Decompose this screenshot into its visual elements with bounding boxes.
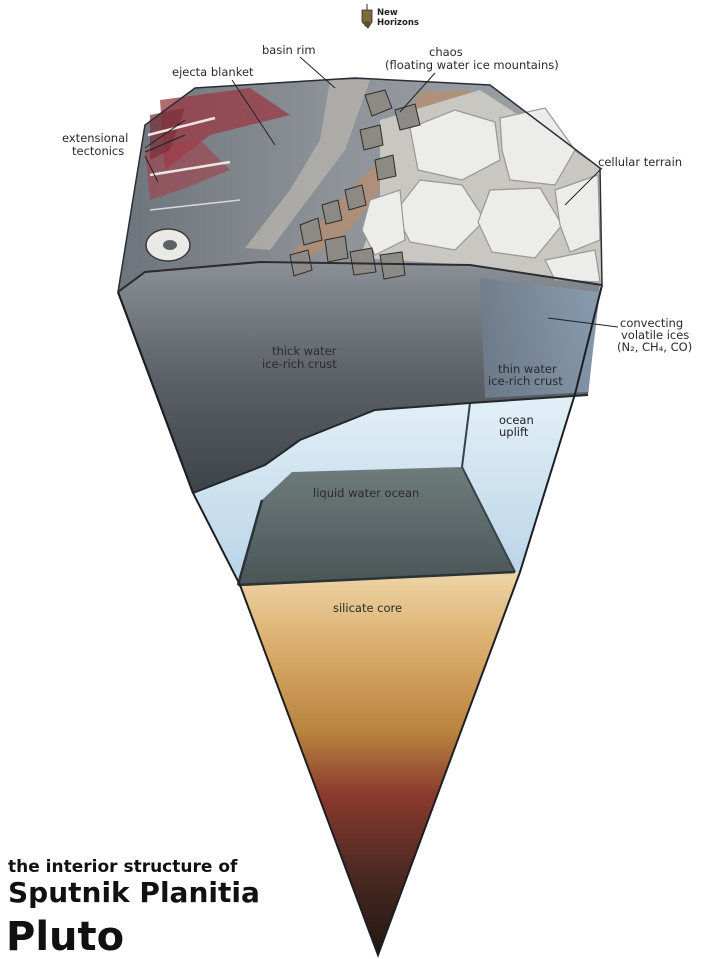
surface-block — [118, 78, 602, 292]
label-thick-crust-2: ice-rich crust — [262, 357, 337, 371]
label-chaos-detail: (floating water ice mountains) — [385, 58, 559, 72]
label-liquid-ocean: liquid water ocean — [313, 486, 419, 500]
label-uplift: uplift — [499, 425, 529, 439]
probe-name-line1: New — [377, 8, 398, 18]
label-cellular-terrain: cellular terrain — [598, 155, 682, 169]
label-thick-crust-1: thick water — [272, 344, 337, 358]
title-line1: the interior structure of — [8, 857, 238, 877]
diagram-title: the interior structure of Sputnik Planit… — [6, 857, 260, 959]
probe-name-line2: Horizons — [377, 18, 419, 28]
silicate-core-layer — [240, 572, 520, 955]
label-silicate-core: silicate core — [333, 601, 402, 615]
new-horizons-probe: New Horizons — [362, 4, 419, 28]
label-chaos: chaos — [429, 45, 463, 59]
label-ice-species: (N₂, CH₄, CO) — [617, 340, 692, 354]
label-tectonics: tectonics — [72, 144, 124, 158]
title-line2: Sputnik Planitia — [8, 876, 260, 909]
label-extensional: extensional — [62, 131, 128, 145]
impact-crater-icon — [146, 229, 190, 261]
spacecraft-icon — [362, 4, 372, 28]
title-line3: Pluto — [6, 914, 124, 959]
label-thin-crust-2: ice-rich crust — [488, 374, 563, 388]
label-basin-rim: basin rim — [262, 43, 316, 57]
label-ejecta-blanket: ejecta blanket — [172, 65, 254, 79]
